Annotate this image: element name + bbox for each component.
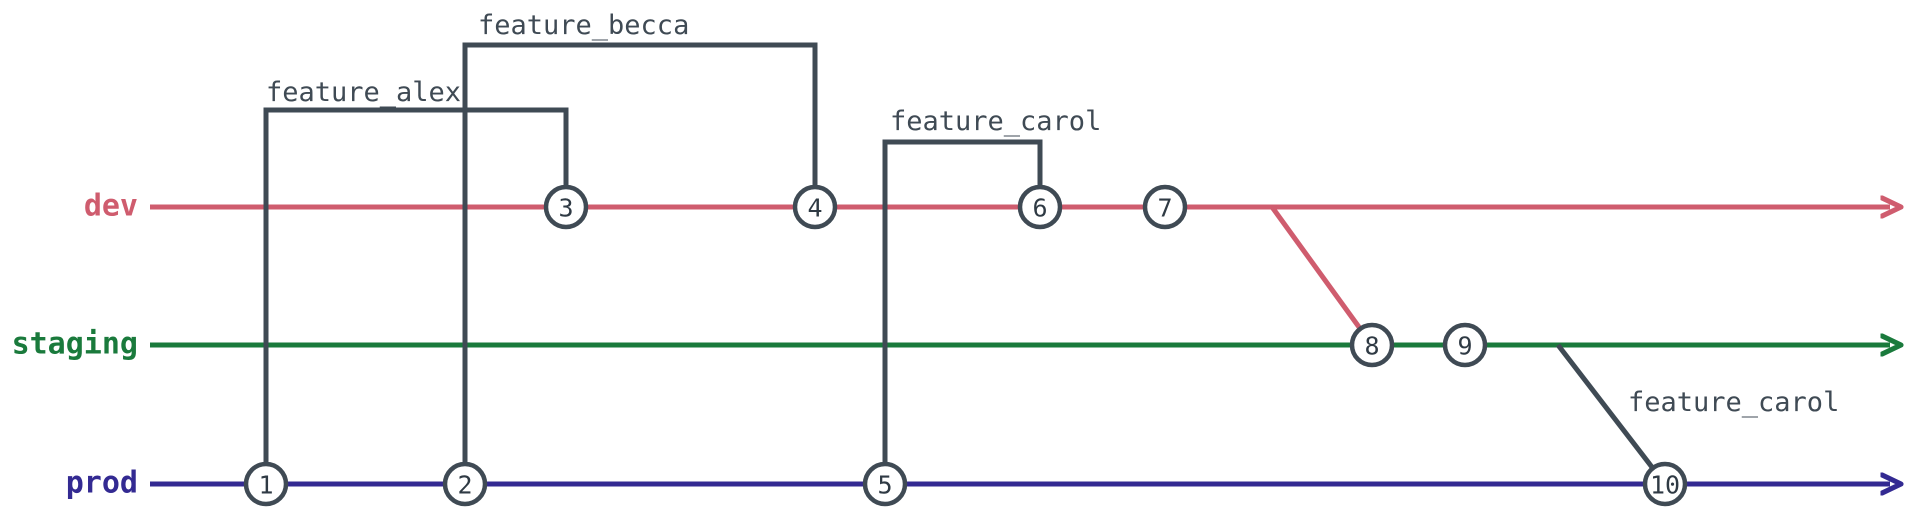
commit-circle-4[interactable] [792, 184, 838, 230]
commit-circle-6[interactable] [1017, 184, 1063, 230]
merge-line-dev-to-staging [1269, 205, 1375, 347]
commit-node-3[interactable]: 3 [543, 184, 589, 230]
merge-paths [1269, 205, 1667, 486]
commit-label-9: 9 [1457, 332, 1472, 361]
commit-label-7: 7 [1157, 194, 1172, 223]
branch-label-dev: dev [84, 189, 138, 224]
commit-circle-7[interactable] [1142, 184, 1188, 230]
text-labels: dev staging prod feature_alex feature_beccaf… [12, 10, 1840, 501]
feature-branch-label-feature_becca: feature_becca [478, 10, 689, 41]
feature-branch-path-feature_alex [263, 107, 569, 484]
branch-lane-lines [150, 207, 1890, 484]
feature-branch-path-feature_carol_upper [882, 139, 1043, 484]
commit-node-5[interactable]: 5 [862, 461, 908, 507]
commit-label-10: 10 [1650, 471, 1680, 500]
feature-branch-label-feature_alex: feature_alex [266, 77, 461, 108]
feature-branch-paths [263, 42, 1043, 484]
commit-node-7[interactable]: 7 [1142, 184, 1188, 230]
commit-node-2[interactable]: 2 [442, 461, 488, 507]
commit-label-2: 2 [457, 471, 472, 500]
commit-label-1: 1 [258, 471, 273, 500]
feature-branch-label-feature_carol_upper: feature_carol [890, 106, 1101, 137]
commit-label-8: 8 [1364, 332, 1379, 361]
commit-node-4[interactable]: 4 [792, 184, 838, 230]
commit-label-5: 5 [877, 471, 892, 500]
commit-label-4: 4 [807, 194, 822, 223]
commit-circle-3[interactable] [543, 184, 589, 230]
commit-circle-5[interactable] [862, 461, 908, 507]
commit-node-8[interactable]: 8 [1349, 322, 1395, 368]
commit-circle-10[interactable] [1642, 461, 1688, 507]
merge-line-staging-to-prod [1556, 343, 1667, 486]
commit-node-1[interactable]: 1 [243, 461, 289, 507]
branch-label-prod: prod [66, 466, 138, 501]
commit-node-9[interactable]: 9 [1442, 322, 1488, 368]
commit-circle-1[interactable] [243, 461, 289, 507]
branch-label-staging: staging [12, 327, 138, 362]
feature-branch-path-feature_becca [462, 42, 818, 484]
commit-circle-8[interactable] [1349, 322, 1395, 368]
commit-nodes: 1 2 3 4 5 6 7 8 9 10 [243, 184, 1688, 507]
commit-label-6: 6 [1032, 194, 1047, 223]
commit-circle-9[interactable] [1442, 322, 1488, 368]
merge-label-staging-to-prod: feature_carol [1628, 387, 1839, 418]
commit-node-6[interactable]: 6 [1017, 184, 1063, 230]
commit-label-3: 3 [558, 194, 573, 223]
commit-node-10[interactable]: 10 [1642, 461, 1688, 507]
commit-circle-2[interactable] [442, 461, 488, 507]
